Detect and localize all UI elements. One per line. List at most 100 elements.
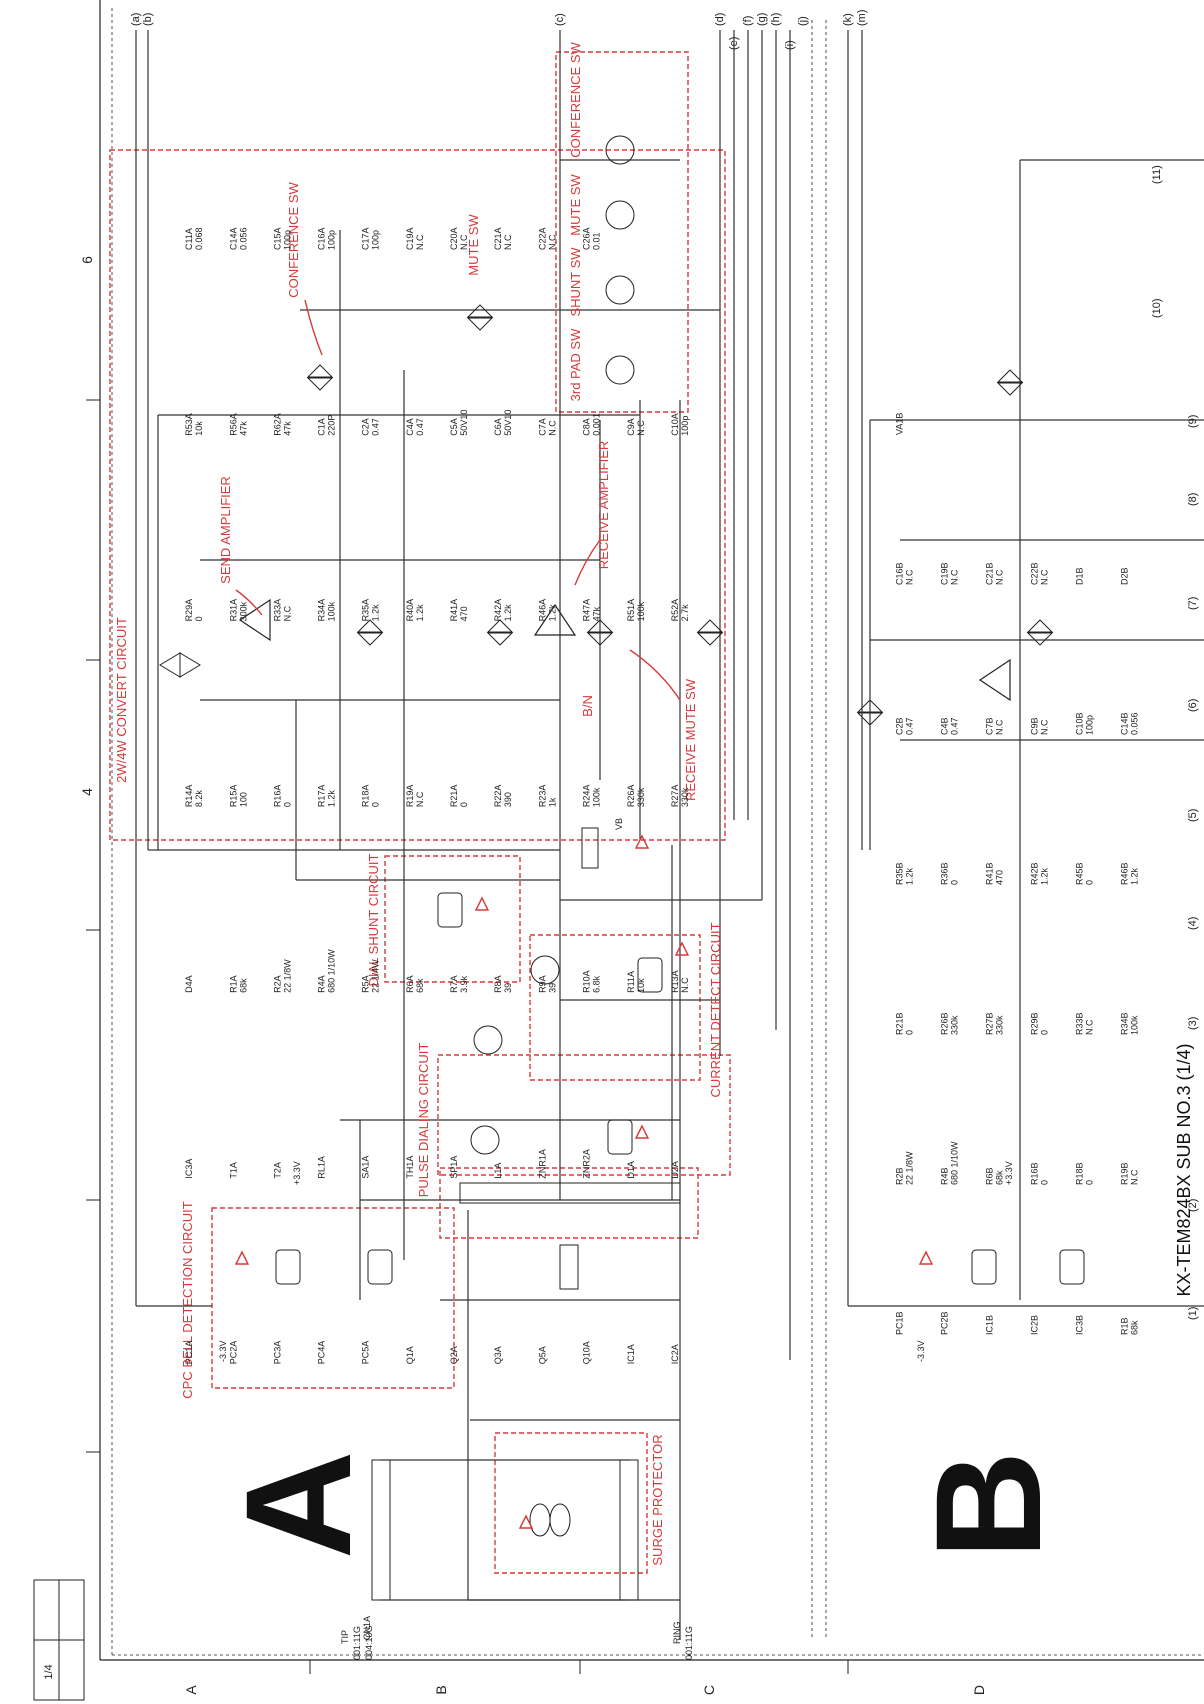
component-designator: R45B (1075, 862, 1085, 885)
component-value: 330k (995, 1015, 1005, 1035)
component-label: D2B (1120, 567, 1130, 585)
component-designator: C11A (184, 228, 194, 250)
component-value: 100p (680, 416, 690, 436)
component-value: 10k (194, 421, 204, 436)
component-value: 10k (636, 978, 646, 993)
component-value: 100k (327, 601, 337, 621)
supply-labels: +3.3V -3.3V VB +3.3V -3.3V (218, 818, 1014, 1362)
component-label: C6A50V10 (493, 410, 513, 436)
component-label: C22BN.C (1030, 562, 1050, 585)
component-label: IC2B (1030, 1315, 1040, 1335)
component-designator: R47A (582, 599, 592, 622)
component-designator: R14A (184, 785, 194, 808)
component-label: R8A39 (493, 975, 513, 993)
bottom-net-labels: (1) (2) (3) (4) (5) (6) (7) (8) (9) (10)… (1151, 165, 1199, 1320)
component-label: C26A0.01 (582, 227, 602, 250)
component-value: 68k (238, 978, 248, 993)
component-designator: R6A (405, 975, 415, 993)
component-designator: R34A (317, 599, 327, 622)
component-designator: PC1B (895, 1311, 905, 1335)
component-label: C16BN.C (895, 562, 915, 585)
component-value: N.C (415, 791, 425, 807)
component-label: R41A470 (449, 599, 469, 622)
component-label: R18B0 (1075, 1162, 1095, 1185)
component-label: R15A100 (228, 785, 248, 808)
component-label: D1A (626, 1161, 636, 1179)
grid-row-b: B (433, 1685, 449, 1694)
component-label: C19BN.C (940, 562, 960, 585)
component-designator: C21A (493, 227, 503, 250)
component-value: 8.2k (194, 790, 204, 808)
supply-vb: VB (614, 818, 624, 830)
page-indicator: 1/4 (43, 1664, 55, 1679)
component-designator: R19B (1120, 1162, 1130, 1185)
component-value: 0.01 (592, 232, 602, 250)
component-label: R22A390 (493, 785, 513, 808)
component-value: 220P (327, 415, 337, 436)
net-g: (g) (756, 13, 768, 26)
component-value: 22 1/8W (282, 959, 292, 993)
component-designator: R27B (985, 1012, 995, 1035)
component-label: C1A220P (317, 415, 337, 436)
component-label: R27B330k (985, 1012, 1005, 1035)
component-label: Q2A (449, 1346, 459, 1364)
component-designator: R35A (361, 599, 371, 622)
component-designator: R46B (1120, 862, 1130, 885)
component-label: Q1A (405, 1346, 415, 1364)
component-label: R46A1.2k (537, 599, 557, 622)
warning-icon (234, 1250, 250, 1265)
component-designator: C9B (1030, 717, 1040, 735)
component-label: R1B68k (1120, 1317, 1140, 1335)
net-c: (c) (554, 13, 566, 26)
label-dial-shunt: DIAL SHUNT CIRCUIT (366, 853, 381, 986)
component-value: 0 (194, 616, 204, 621)
component-designator: R8A (493, 975, 503, 993)
component-value: N.C (905, 569, 915, 585)
component-designator: C4B (940, 717, 950, 735)
component-label: R19BN.C (1120, 1162, 1140, 1185)
component-label: C9AN.C (626, 418, 646, 436)
component-value: 1.2k (415, 604, 425, 622)
component-label: ZNR1A (537, 1149, 547, 1179)
component-value: 0 (1040, 1180, 1050, 1185)
component-designator: C26A (582, 227, 592, 250)
annotations: SEND AMPLIFIER RECEIVE AMPLIFIER RECEIVE… (218, 41, 698, 801)
component-value: 3.9k (459, 975, 469, 993)
component-value: N.C (636, 420, 646, 436)
component-value: 68k (415, 978, 425, 993)
note-receive-amplifier: RECEIVE AMPLIFIER (596, 441, 611, 570)
component-value: 22 1/8W (905, 1151, 915, 1185)
component-label: R26B330k (940, 1012, 960, 1035)
component-label: R41B470 (985, 862, 1005, 885)
component-label: TH1A (405, 1156, 415, 1179)
ring-label: RING (672, 1622, 682, 1645)
component-designator: R62A (272, 413, 282, 436)
component-designator: C10B (1075, 712, 1085, 735)
component-value: 100 (238, 792, 248, 807)
component-label: R11A10k (626, 971, 646, 993)
component-designator: R22A (493, 785, 503, 808)
grid-row-c: C (701, 1685, 717, 1695)
component-label: C15A100p (272, 227, 292, 250)
component-label: C2A0.47 (361, 418, 381, 436)
component-designator: R21A (449, 785, 459, 808)
component-value: 0.47 (371, 418, 381, 436)
component-label: R52A2.7k (670, 599, 690, 622)
component-label: R26A330k (626, 785, 646, 808)
warning-icon (634, 1124, 650, 1139)
component-designator: PC2B (940, 1311, 950, 1335)
component-designator: C7B (985, 717, 995, 735)
component-value: 50V10 (503, 410, 513, 436)
component-value: N.C (680, 977, 690, 993)
component-designator: PC3A (272, 1341, 282, 1365)
component-label: R62A47k (272, 413, 292, 436)
component-value: 1.2k (371, 604, 381, 622)
net-a: (a) (130, 13, 142, 26)
component-value: N.C (282, 605, 292, 621)
net-7: (7) (1187, 597, 1199, 610)
component-label: R45B0 (1075, 862, 1095, 885)
component-label: R13AN.C (670, 970, 690, 993)
component-designator: C6A (493, 418, 503, 436)
component-designator: T2A (272, 1162, 282, 1179)
component-value: 0.47 (905, 717, 915, 735)
